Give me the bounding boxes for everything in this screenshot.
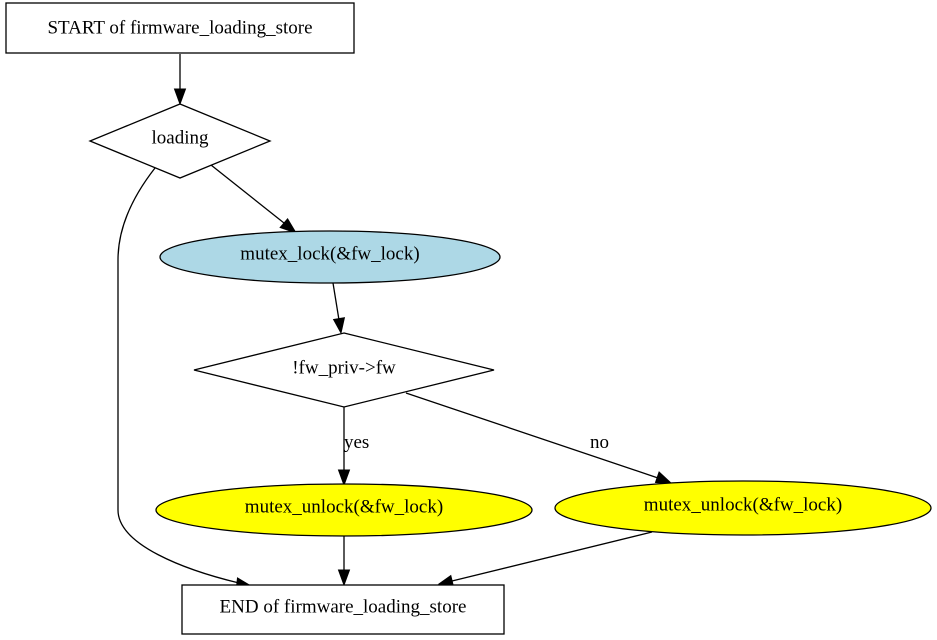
loading-decision-node: loading [88, 103, 272, 179]
edge-label-yes: yes [344, 432, 369, 453]
end-node-label: END of firmware_loading_store [220, 597, 467, 618]
loading-decision-label: loading [152, 128, 209, 149]
edge-mutex-lock-to-check [332, 282, 346, 335]
fw-check-decision-node: !fw_priv->fw [193, 332, 495, 408]
edge-unlock-yes-to-end [337, 535, 351, 587]
edge-label-no: no [590, 432, 609, 453]
mutex-unlock-no-label: mutex_unlock(&fw_lock) [644, 495, 842, 516]
edges [117, 54, 674, 590]
edge-check-to-unlock-yes [337, 407, 351, 487]
edge-unlock-no-to-end [437, 531, 653, 587]
end-node: END of firmware_loading_store [181, 584, 505, 635]
mutex-unlock-yes-node: mutex_unlock(&fw_lock) [155, 483, 533, 537]
start-node: START of firmware_loading_store [5, 2, 355, 54]
mutex-unlock-yes-label: mutex_unlock(&fw_lock) [245, 497, 443, 518]
mutex-lock-label: mutex_lock(&fw_lock) [240, 244, 419, 265]
edge-start-to-loading [173, 54, 187, 106]
mutex-unlock-no-node: mutex_unlock(&fw_lock) [554, 480, 932, 536]
edge-labels: yes no [344, 432, 609, 453]
fw-check-decision-label: !fw_priv->fw [292, 358, 396, 379]
nodes: START of firmware_loading_store loading … [5, 2, 932, 635]
mutex-lock-node: mutex_lock(&fw_lock) [159, 230, 501, 284]
edge-loading-to-mutex-lock [210, 164, 298, 234]
edge-check-to-unlock-no [405, 392, 674, 485]
start-node-label: START of firmware_loading_store [47, 18, 312, 39]
